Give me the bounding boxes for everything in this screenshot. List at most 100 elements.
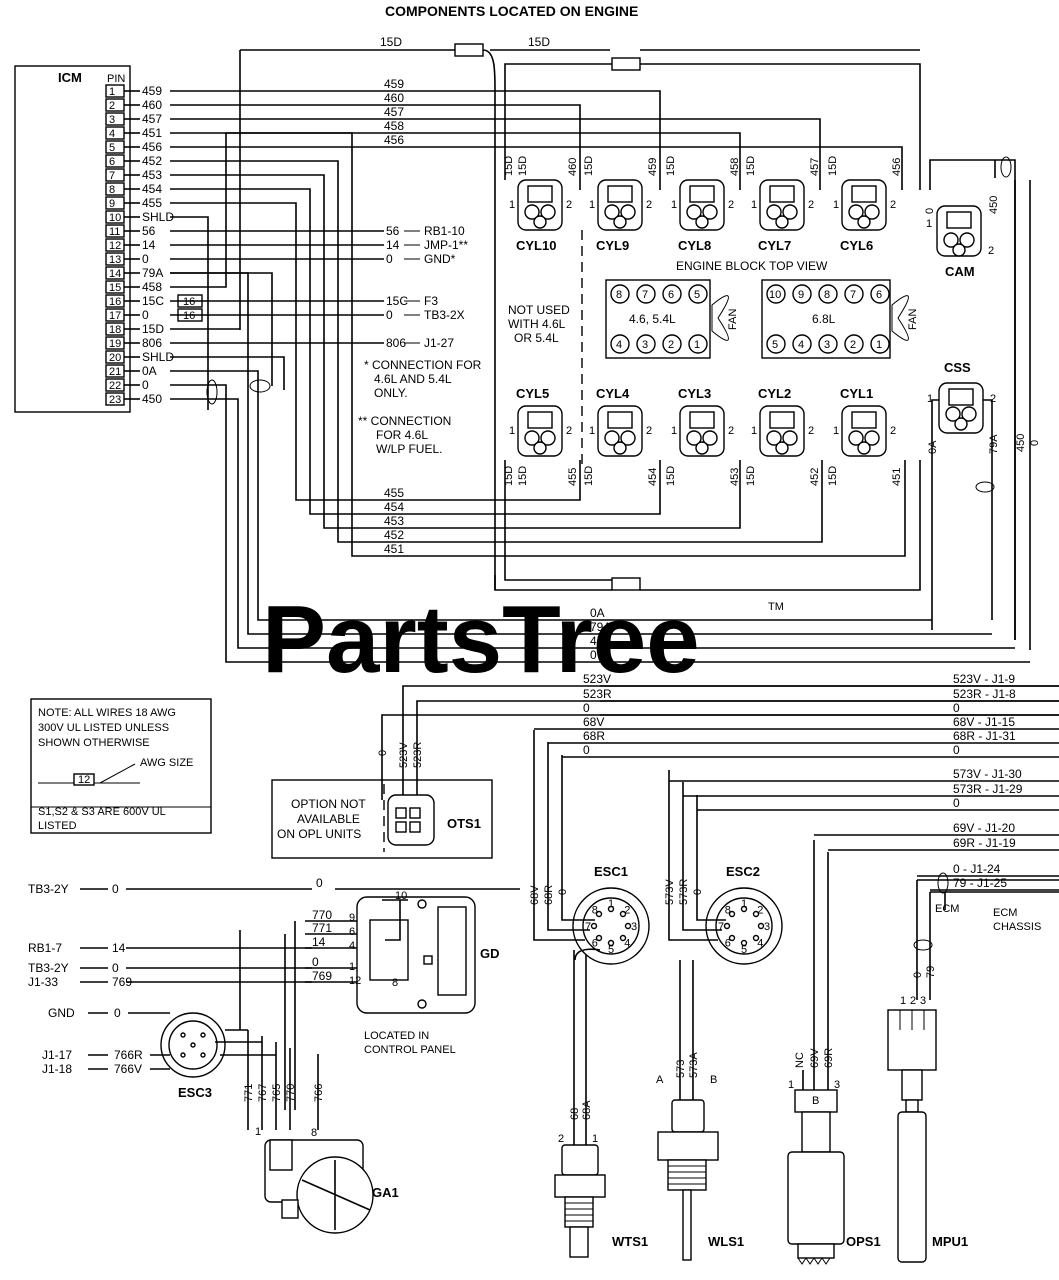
connector-latch [769, 411, 795, 429]
ga1-pin-8: 8 [311, 1127, 317, 1139]
connector-pin [540, 204, 556, 220]
harness-wire-label: 68V [583, 715, 604, 729]
esc-pin [607, 939, 615, 947]
connector-wire-left: 15D [583, 466, 595, 486]
gd-pin-number: 4 [349, 940, 355, 952]
css-label: CSS [944, 360, 971, 375]
wts1-pin-2: 2 [558, 1133, 564, 1145]
icm-pin-wire: 454 [142, 182, 162, 196]
icm-pin-number: 17 [109, 310, 121, 322]
icm-pin-wire: SHLD [142, 350, 174, 364]
cylinder-position [688, 284, 708, 304]
connector-pin [864, 204, 880, 220]
wire-shld-20 [170, 356, 285, 390]
connector-pin-1: 1 [671, 199, 677, 211]
connector-wire-left: 15D [503, 466, 515, 486]
wire-label-bottom: 453 [384, 514, 404, 528]
icm-pin-wire: 79A [142, 266, 163, 280]
connector-pin [775, 215, 789, 229]
connector-pin-1: 1 [833, 199, 839, 211]
cylinder-position [610, 284, 630, 304]
wire-label-lower: 0 [590, 648, 597, 662]
connector-latch [769, 185, 795, 203]
esc-pin [752, 934, 760, 942]
connector-pin-2: 2 [646, 425, 652, 437]
connector-latch [607, 185, 633, 203]
not-used-line-1: NOT USED [508, 303, 570, 317]
right-term-wire: 806 [386, 336, 406, 350]
cam-wire-450: 450 [988, 196, 1000, 214]
esc1-label: ESC1 [594, 864, 628, 879]
esc3-input-wire: 766V [114, 1062, 142, 1076]
connector-latch [607, 411, 633, 429]
icm-pin-wire: 15C [142, 294, 164, 308]
esc-pin [595, 934, 603, 942]
connector-label: CYL9 [596, 238, 629, 253]
right-term-wire: 14 [386, 238, 400, 252]
connector-pin [766, 430, 782, 446]
connector-pin [613, 441, 627, 455]
css-wire-0a: 0A [927, 440, 939, 454]
esc-pin [590, 922, 598, 930]
right-term-dest: F3 [424, 294, 438, 308]
esc2-label: ESC2 [726, 864, 760, 879]
connector-wire-left: 15D [827, 466, 839, 486]
shield-icon [206, 379, 218, 405]
wire-label-top: 459 [384, 77, 404, 91]
ots1-label: OTS1 [447, 816, 481, 831]
harness-dest: 0 [953, 701, 960, 715]
wire-lower-bus [170, 370, 932, 621]
icm-pin-number: 19 [109, 338, 121, 350]
gd-input-end: 769 [312, 969, 332, 983]
gd-located-1: LOCATED IN [364, 1030, 429, 1042]
harness-dest: 523V - J1-9 [953, 672, 1015, 686]
ops1-wire-69r: 69R [823, 1048, 835, 1068]
icm-pin-wire: 456 [142, 140, 162, 154]
icm-pin-number: 18 [109, 324, 121, 336]
harness-dest: 0 [953, 743, 960, 757]
fan-icon [711, 295, 909, 341]
esc-pin [740, 905, 748, 913]
cylinder-position-number: 8 [824, 289, 830, 301]
esc3-input-source: J1-18 [42, 1062, 72, 1076]
ops1-inner-b: B [812, 1095, 819, 1107]
awg-mark: 12 [78, 774, 90, 786]
ecm-chassis-1: ECM [935, 903, 959, 915]
connector-pin [864, 430, 880, 446]
connector-wire-left: 15D [665, 156, 677, 176]
connector-wire-left: 15D [583, 156, 595, 176]
cylinder-position-number: 3 [824, 339, 830, 351]
gd-pin-extra: 8 [392, 977, 398, 989]
icm-pin-wire: SHLD [142, 210, 174, 224]
connector-pin [857, 441, 871, 455]
connector-label: CYL7 [758, 238, 791, 253]
not-used-line-2: WITH 4.6L [508, 317, 566, 331]
connector-latch [689, 185, 715, 203]
right-term-wire: 56 [386, 224, 400, 238]
splice-15d [454, 43, 484, 57]
cylinder-position-number: 8 [616, 289, 622, 301]
wire-lower-bus [170, 384, 1030, 663]
connector-pin [686, 430, 702, 446]
connector-label: CYL3 [678, 386, 711, 401]
esc3-input-source: GND [48, 1006, 75, 1020]
css-pin-1: 1 [927, 393, 933, 405]
connector-pin [782, 204, 798, 220]
esc-pin [757, 922, 765, 930]
icm-pin-wire: 460 [142, 98, 162, 112]
cylinder-position [870, 284, 890, 304]
connector-pin-2: 2 [728, 425, 734, 437]
wire-label-lower: 0A [590, 606, 605, 620]
connector-pin [533, 441, 547, 455]
connector-wire-right: 456 [891, 158, 903, 176]
icm-pin-wire: 451 [142, 126, 162, 140]
gd-input-wire: 0 [112, 961, 119, 975]
cylinder-position-number: 1 [876, 339, 882, 351]
shield-icon [249, 379, 271, 393]
mpu1-wire-79: 79 [925, 966, 937, 978]
esc-pin-number: 8 [592, 905, 598, 917]
esc-pin-number: 1 [741, 898, 747, 910]
